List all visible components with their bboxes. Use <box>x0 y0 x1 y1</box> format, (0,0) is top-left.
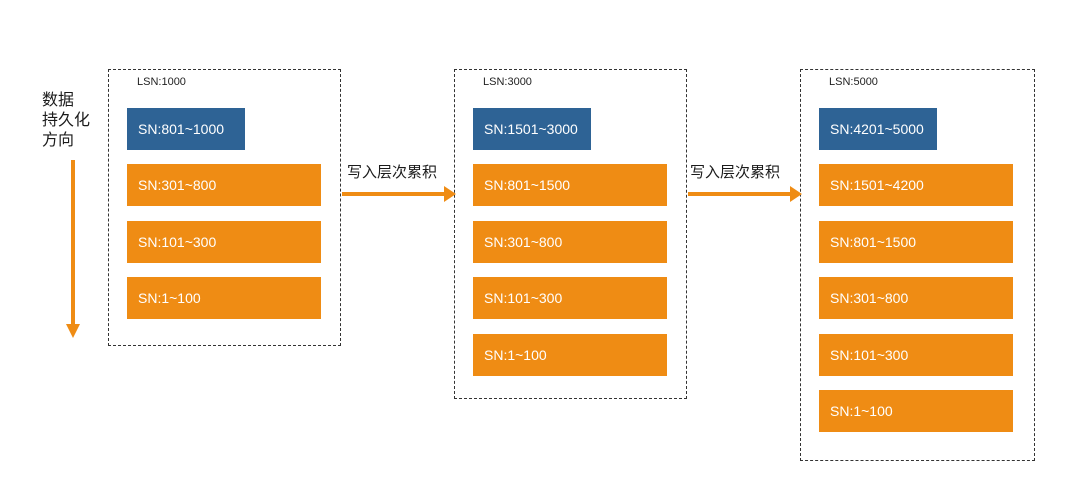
sn-range-block: SN:1~100 <box>473 334 667 376</box>
sn-range-block: SN:1~100 <box>127 277 321 319</box>
sn-range-block: SN:301~800 <box>127 164 321 206</box>
flow-label: 写入层次累积 <box>347 163 438 181</box>
newest-sn-block: SN:801~1000 <box>127 108 245 150</box>
right-arrow-icon <box>688 186 802 202</box>
lsn-label: LSN:3000 <box>483 76 532 88</box>
lsn-label: LSN:1000 <box>137 76 186 88</box>
sn-range-block: SN:1501~4200 <box>819 164 1013 206</box>
sn-range-block: SN:801~1500 <box>819 221 1013 263</box>
flow-label: 写入层次累积 <box>690 163 781 181</box>
sn-range-block: SN:101~300 <box>127 221 321 263</box>
sn-range-block: SN:101~300 <box>819 334 1013 376</box>
sn-range-block: SN:301~800 <box>473 221 667 263</box>
newest-sn-block: SN:1501~3000 <box>473 108 591 150</box>
sn-range-block: SN:301~800 <box>819 277 1013 319</box>
sn-range-block: SN:801~1500 <box>473 164 667 206</box>
direction-label-line: 持久化 <box>42 110 91 129</box>
direction-label-line: 方向 <box>42 130 75 149</box>
right-arrow-icon <box>342 186 456 202</box>
down-arrow-icon <box>66 160 80 338</box>
direction-label-line: 数据 <box>42 90 75 109</box>
lsn-label: LSN:5000 <box>829 76 878 88</box>
persistence-direction-label: 数据 持久化 方向 <box>42 90 102 150</box>
sn-range-block: SN:101~300 <box>473 277 667 319</box>
sn-range-block: SN:1~100 <box>819 390 1013 432</box>
newest-sn-block: SN:4201~5000 <box>819 108 937 150</box>
